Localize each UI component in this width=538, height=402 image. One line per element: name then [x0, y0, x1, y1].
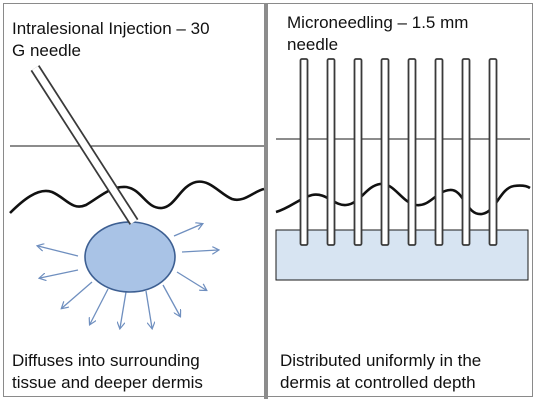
- arrow-down-left-2: [90, 288, 109, 324]
- microneedle: [299, 58, 309, 246]
- microneedle: [488, 58, 498, 246]
- fluid-arrows: [38, 224, 218, 328]
- left-panel-title: Intralesional Injection – 30 G needle: [12, 19, 210, 60]
- arrow-left-upper: [38, 246, 79, 257]
- left-panel-caption: Diffuses into surrounding tissue and dee…: [12, 351, 203, 392]
- figure-frame: [3, 3, 533, 397]
- dermal-boundary-left: [9, 180, 265, 214]
- left-panel-diagram: [9, 65, 265, 328]
- microneedle-array: [299, 58, 498, 246]
- microneedle: [380, 58, 390, 246]
- arrow-right-upper: [173, 224, 202, 237]
- right-panel-caption: Distributed uniformly in the dermis at c…: [280, 351, 482, 392]
- microneedle: [353, 58, 363, 246]
- arrow-right-middle: [181, 250, 218, 252]
- arrow-down-right-2: [162, 284, 180, 316]
- arrow-down-right-1: [145, 290, 152, 328]
- arrow-down: [120, 291, 127, 328]
- injection-needle: [30, 65, 139, 225]
- microneedle: [326, 58, 336, 246]
- controlled-depth-layer: [275, 229, 529, 281]
- right-panel-title: Microneedling – 1.5 mm needle: [287, 13, 469, 54]
- panel-divider: [264, 3, 268, 399]
- arrow-left-lower: [40, 269, 79, 278]
- arrow-down-left-1: [62, 281, 93, 308]
- microneedle: [461, 58, 471, 246]
- microneedle: [434, 58, 444, 246]
- injected-fluid-bolus: [84, 221, 176, 293]
- microneedle: [407, 58, 417, 246]
- right-panel-diagram: [275, 58, 531, 281]
- arrow-right-lower: [176, 271, 206, 290]
